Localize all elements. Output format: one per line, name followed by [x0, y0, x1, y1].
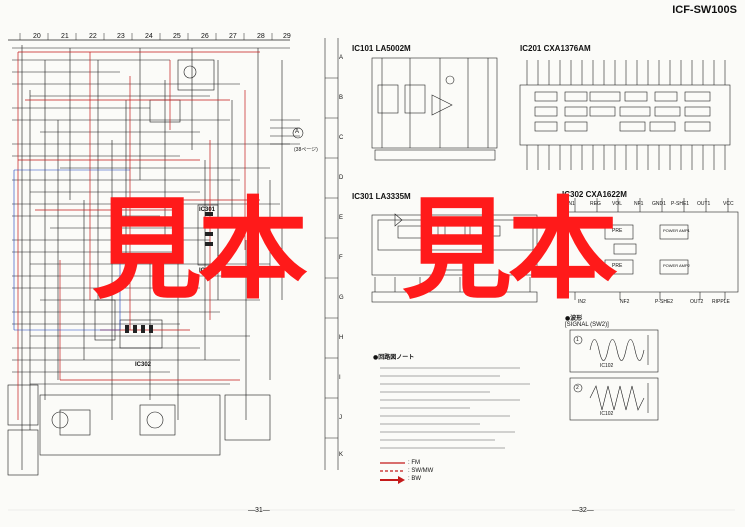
- ic302-pin-label: RIPPLE: [712, 299, 730, 305]
- ic302-pin-label: OUT2: [690, 299, 704, 305]
- ic302-pin-label: P-SHE1: [671, 201, 690, 207]
- grid-row-label: D: [339, 175, 344, 181]
- ic302-pin-label: VOL: [612, 201, 623, 207]
- grid-row-label: C: [339, 135, 344, 141]
- ic302-pin-label: IN2: [578, 299, 586, 305]
- ic-block-title: IC201 CXA1376AM: [520, 44, 591, 53]
- waveform-ref: IC102: [600, 411, 614, 417]
- grid-column-label: 25: [173, 33, 181, 40]
- ic302-pin-label: OUT1: [697, 201, 711, 207]
- ic302-pin-label: VCC: [723, 201, 734, 207]
- watermark: 見本: [402, 186, 618, 314]
- grid-column-label: 21: [61, 33, 69, 40]
- grid-column-label: 26: [201, 33, 209, 40]
- ic302-block-label: POWER AMP1: [663, 228, 690, 233]
- grid-row-label: I: [339, 375, 341, 381]
- ic302-pin-label: REG: [590, 201, 601, 207]
- watermark: 見本: [92, 186, 308, 314]
- signal-label: [SIGNAL (SW2)]: [565, 322, 609, 328]
- ic-block-title: IC101 LA5002M: [352, 44, 411, 53]
- ic302-block-label: PRE: [612, 228, 623, 234]
- ic-block-title: IC302 CXA1622M: [562, 190, 627, 199]
- grid-column-label: 23: [117, 33, 125, 40]
- grid-row-label: H: [339, 335, 344, 341]
- ic302-pin-label: P-SHE2: [655, 299, 674, 305]
- legend-item: : FM: [408, 460, 420, 466]
- page-number-left: —31—: [248, 507, 270, 514]
- ic302-block-label: POWER AMP2: [663, 263, 690, 268]
- grid-row-label: G: [339, 295, 344, 301]
- grid-row-label: B: [339, 95, 344, 101]
- ic302-pin-label: IN1: [567, 201, 575, 207]
- ic-label: IC303: [199, 268, 216, 274]
- grid-column-label: 20: [33, 33, 41, 40]
- ic302-pin-label: NF2: [620, 299, 630, 305]
- grid-row-label: F: [339, 255, 343, 261]
- legend-item: : BW: [408, 476, 421, 482]
- grid-column-label: 29: [283, 33, 291, 40]
- waveform-ref: IC102: [600, 363, 614, 369]
- ic302-pin-label: GND1: [652, 201, 666, 207]
- grid-row-label: K: [339, 452, 344, 458]
- grid-column-label: 27: [229, 33, 237, 40]
- grid-row-label: J: [339, 415, 342, 421]
- grid-row-label: A: [339, 55, 344, 61]
- ic-block-title: IC301 LA3335M: [352, 192, 411, 201]
- waveform-title: ●波形: [565, 315, 583, 322]
- page-number-right: —32—: [572, 507, 594, 514]
- ic-label: IC301: [199, 207, 216, 213]
- jack-symbol: A: [295, 129, 300, 135]
- jack-note: (38ページ): [294, 147, 318, 153]
- grid-row-label: E: [339, 215, 344, 221]
- circuit-notes-title: ●回路図ノート: [373, 354, 415, 361]
- grid-column-label: 22: [89, 33, 97, 40]
- ic302-block-label: PRE: [612, 263, 623, 269]
- ic302-pin-label: NF1: [634, 201, 644, 207]
- ic-label: IC302: [135, 362, 152, 368]
- waveform-number: 2: [576, 385, 579, 391]
- grid-column-label: 24: [145, 33, 153, 40]
- legend-item: : SW/MW: [408, 468, 434, 474]
- model-number: ICF-SW100S: [672, 4, 737, 16]
- grid-column-label: 28: [257, 33, 265, 40]
- waveform-number: 1: [576, 337, 579, 343]
